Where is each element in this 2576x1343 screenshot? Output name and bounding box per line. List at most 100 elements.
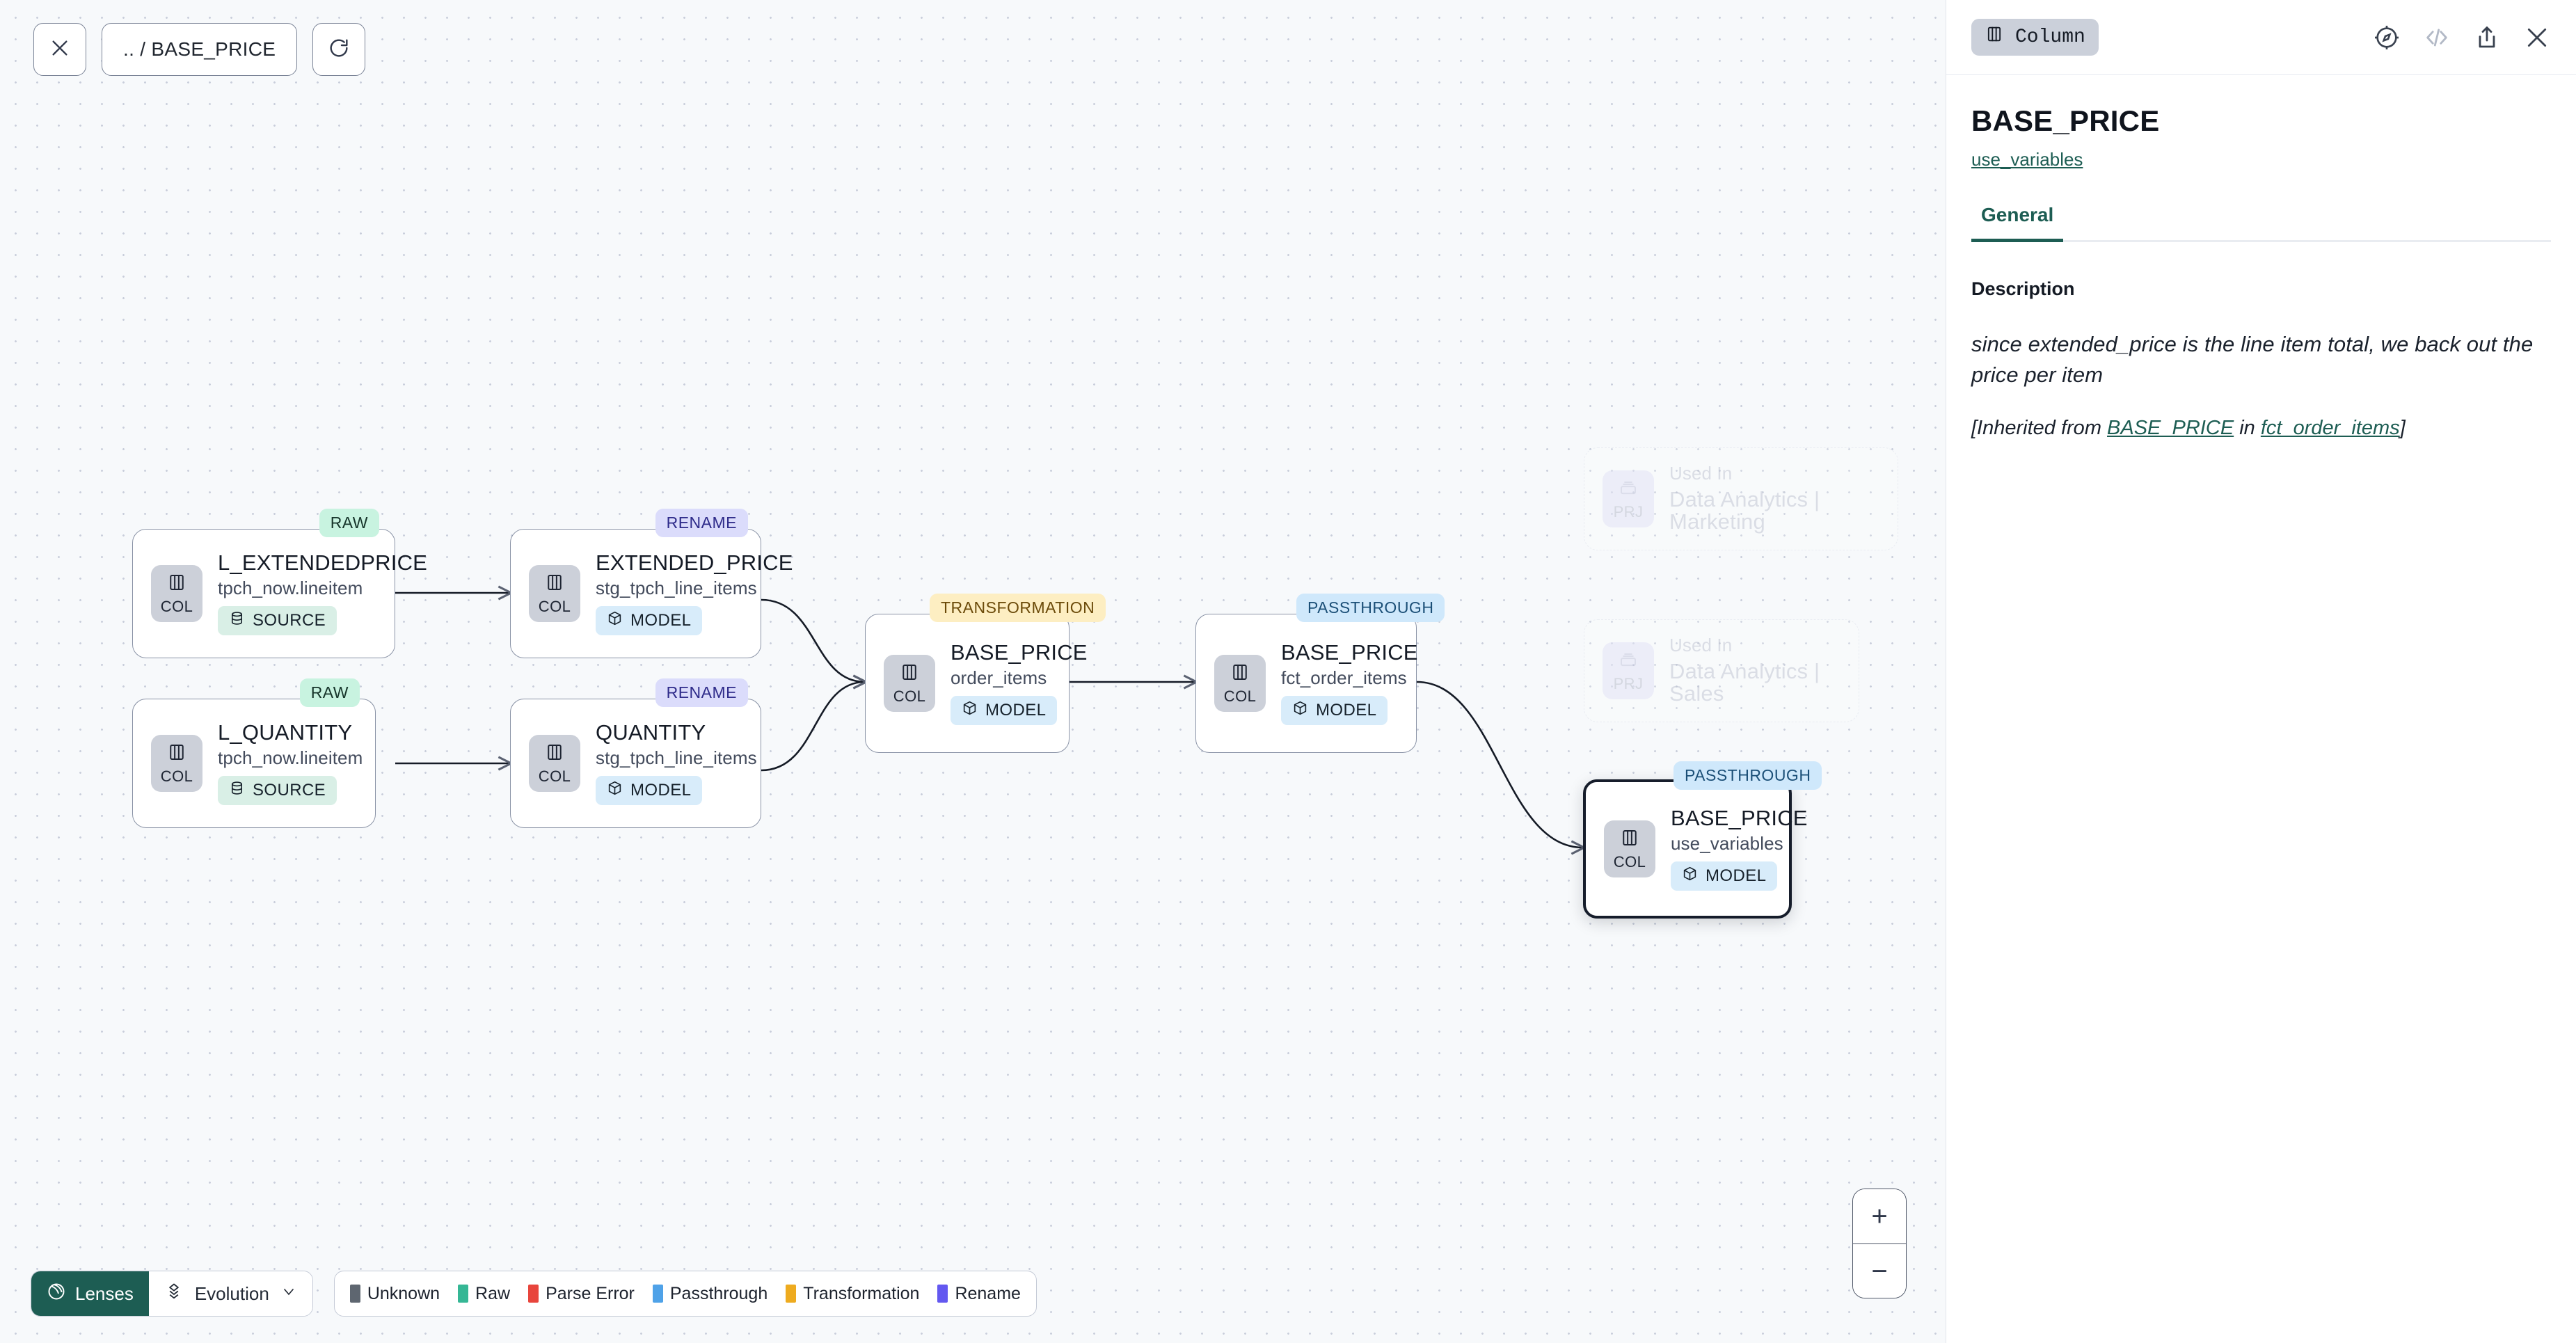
- col-chip: COL: [529, 735, 580, 792]
- legend-label: Raw: [475, 1283, 511, 1303]
- legend-swatch-rename: [937, 1285, 948, 1303]
- col-chip: COL: [1604, 820, 1655, 877]
- legend-item: Raw: [458, 1284, 510, 1304]
- node-tag-source: SOURCE: [218, 606, 337, 636]
- inherited-prefix: [Inherited from: [1971, 417, 2108, 440]
- minus-icon: −: [1871, 1255, 1888, 1287]
- legend-item: Unknown: [349, 1283, 440, 1304]
- description-label: Description: [1971, 278, 2075, 299]
- ghost-node-title: Data Analytics | Sales: [1669, 658, 1820, 706]
- ghost-node-kicker: Used In: [1669, 463, 1733, 484]
- col-chip-label: COL: [538, 767, 571, 785]
- legend-swatch-transformation: [786, 1285, 797, 1303]
- legend-item: Rename: [937, 1284, 1021, 1304]
- node-tag-label: MODEL: [985, 701, 1047, 720]
- graph-node-fct-order-items[interactable]: PASSTHROUGH COL BASE_PRICE fct_order_ite…: [1195, 594, 1445, 753]
- zoom-controls: + −: [1852, 1189, 1907, 1298]
- lenses-button[interactable]: Lenses: [31, 1271, 149, 1316]
- col-chip: COL: [151, 565, 202, 622]
- evolution-dropdown[interactable]: Evolution: [148, 1271, 312, 1316]
- inherited-suffix: ]: [2399, 417, 2406, 440]
- node-subtitle: order_items: [951, 667, 1047, 689]
- node-title: BASE_PRICE: [1281, 639, 1418, 665]
- breadcrumb-button[interactable]: .. / BASE_PRICE: [102, 23, 298, 76]
- close-graph-button[interactable]: [33, 23, 86, 76]
- node-tag-model: MODEL: [1671, 861, 1778, 891]
- breadcrumb: .. / BASE_PRICE: [123, 38, 276, 60]
- node-badge-rename: RENAME: [655, 509, 748, 537]
- cube-icon: [962, 700, 978, 721]
- project-icon: [1618, 649, 1639, 674]
- graph-node-use-variables[interactable]: PASSTHROUGH COL BASE_PRICE use_variables…: [1583, 761, 1822, 919]
- node-tag-label: SOURCE: [253, 611, 326, 630]
- refresh-button[interactable]: [312, 23, 366, 76]
- node-title: BASE_PRICE: [951, 639, 1088, 665]
- legend-label: Rename: [955, 1283, 1021, 1303]
- ghost-node-used-in-marketing[interactable]: PRJ Used In Data Analytics | Marketing: [1584, 447, 1898, 550]
- legend-swatch-parse-error: [528, 1285, 539, 1303]
- zoom-in-button[interactable]: +: [1853, 1189, 1906, 1243]
- cube-icon: [607, 780, 623, 801]
- node-subtitle: stg_tpch_line_items: [596, 578, 757, 599]
- graph-node-order-items[interactable]: TRANSFORMATION COL BASE_PRICE order_item…: [865, 594, 1106, 753]
- plus-icon: +: [1871, 1201, 1888, 1232]
- lenses-group: Lenses Evolution: [31, 1271, 313, 1317]
- close-icon: [49, 37, 71, 63]
- panel-header: Column: [1946, 0, 2576, 75]
- legend-item: Transformation: [786, 1284, 919, 1304]
- ghost-node-used-in-sales[interactable]: PRJ Used In Data Analytics | Sales: [1584, 619, 1859, 722]
- node-tag-label: MODEL: [1316, 701, 1377, 720]
- column-icon: [1230, 662, 1250, 686]
- node-title: L_QUANTITY: [218, 720, 353, 745]
- inherited-column-link[interactable]: BASE_PRICE: [2107, 417, 2234, 440]
- database-icon: [229, 780, 245, 801]
- graph-node-extended-price[interactable]: RENAME COL EXTENDED_PRICE stg_tpch_line_…: [510, 509, 793, 658]
- node-tag-label: MODEL: [630, 611, 692, 630]
- col-chip-label: COL: [893, 687, 926, 705]
- node-subtitle: tpch_now.lineitem: [218, 578, 363, 599]
- evolution-label: Evolution: [194, 1282, 269, 1304]
- database-icon: [229, 610, 245, 631]
- node-subtitle: stg_tpch_line_items: [596, 747, 757, 769]
- prj-chip: PRJ: [1603, 642, 1654, 699]
- legend-swatch-raw: [458, 1285, 469, 1303]
- legend-item: Parse Error: [528, 1284, 635, 1304]
- inherited-middle: in: [2234, 417, 2261, 440]
- graph-node-l-extendedprice[interactable]: RAW COL L_EXTENDEDPRICE tpch_now.lineite…: [132, 509, 427, 658]
- legend-label: Unknown: [367, 1283, 440, 1303]
- column-icon: [166, 572, 187, 596]
- node-tag-label: SOURCE: [253, 781, 326, 800]
- graph-node-quantity[interactable]: RENAME COL QUANTITY stg_tpch_line_items …: [510, 678, 761, 828]
- compass-icon[interactable]: [2373, 24, 2401, 51]
- parent-model-link[interactable]: use_variables: [1971, 149, 2083, 170]
- cube-icon: [607, 610, 623, 631]
- legend-swatch-passthrough: [652, 1285, 663, 1303]
- inherited-model-link[interactable]: fct_order_items: [2260, 417, 2400, 440]
- code-icon[interactable]: [2423, 24, 2451, 51]
- description-text: since extended_price is the line item to…: [1971, 332, 2534, 388]
- col-chip: COL: [1214, 655, 1266, 712]
- bottom-toolbar: Lenses Evolution Unknown: [31, 1271, 1037, 1317]
- node-title: QUANTITY: [596, 720, 706, 745]
- node-title: L_EXTENDEDPRICE: [218, 550, 428, 575]
- chevron-down-icon: [280, 1283, 297, 1305]
- node-tag-label: MODEL: [1706, 866, 1767, 886]
- cube-icon: [1292, 700, 1308, 721]
- ghost-node-kicker: Used In: [1669, 635, 1733, 656]
- col-chip-label: COL: [1223, 687, 1257, 705]
- close-icon[interactable]: [2523, 24, 2551, 51]
- node-tag-model: MODEL: [951, 696, 1058, 726]
- lenses-label: Lenses: [75, 1282, 134, 1304]
- share-icon[interactable]: [2473, 24, 2501, 51]
- node-title: EXTENDED_PRICE: [596, 550, 793, 575]
- node-tag-label: MODEL: [630, 781, 692, 800]
- zoom-out-button[interactable]: −: [1853, 1243, 1906, 1298]
- graph-node-l-quantity[interactable]: RAW COL L_QUANTITY tpch_now.lineitem SOU…: [132, 678, 376, 828]
- details-panel: Column BASE_PRICE use_variables: [1946, 0, 2576, 1343]
- lineage-canvas[interactable]: .. / BASE_PRICE: [0, 0, 1946, 1343]
- panel-body: Description since extended_price is the …: [1946, 242, 2576, 440]
- tab-general[interactable]: General: [1971, 204, 2064, 242]
- panel-title-block: BASE_PRICE use_variables: [1946, 75, 2576, 170]
- node-badge-passthrough: PASSTHROUGH: [1296, 594, 1445, 622]
- prj-chip: PRJ: [1603, 470, 1654, 527]
